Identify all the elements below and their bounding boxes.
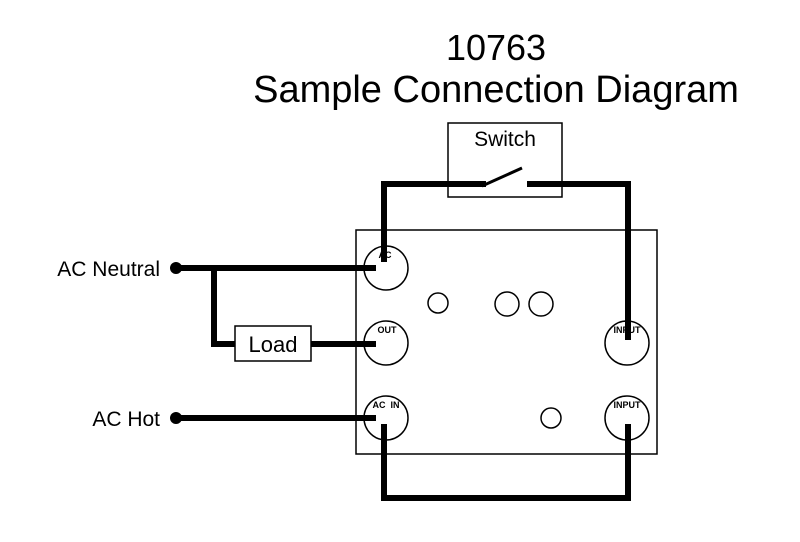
terminal-ac bbox=[363, 245, 409, 291]
terminal-ac-in-label: AC IN bbox=[373, 400, 400, 410]
mounting-holes bbox=[427, 291, 562, 429]
ac-hot-label: AC Hot bbox=[92, 408, 160, 431]
wires bbox=[176, 181, 631, 501]
load-box bbox=[234, 325, 312, 362]
diagram-number: 10763 bbox=[446, 27, 546, 68]
wire-neutral-to-load bbox=[211, 268, 235, 347]
wire-bottom-loop bbox=[381, 424, 631, 501]
switch-label: Switch bbox=[474, 128, 536, 151]
terminal-input-bottom bbox=[604, 395, 650, 441]
ac-neutral-label: AC Neutral bbox=[57, 258, 160, 281]
terminal-out bbox=[363, 320, 409, 366]
load-label: Load bbox=[249, 332, 298, 357]
terminal-ac-label: AC bbox=[379, 250, 392, 260]
terminal-ac-in bbox=[363, 395, 409, 441]
diagram-title: Sample Connection Diagram bbox=[253, 69, 739, 111]
neutral-dot bbox=[170, 262, 182, 274]
terminal-input-top-label: INPUT bbox=[614, 325, 642, 335]
terminal-input-bottom-label: INPUT bbox=[614, 400, 642, 410]
terminals bbox=[363, 245, 650, 441]
wire-ac-to-switch bbox=[381, 181, 486, 262]
switch-lever bbox=[481, 166, 523, 188]
terminal-input-top bbox=[604, 320, 650, 366]
switch-box bbox=[447, 122, 563, 198]
relay-body bbox=[355, 229, 658, 455]
hot-dot bbox=[170, 412, 182, 424]
wire-switch-to-input bbox=[527, 181, 631, 340]
terminal-out-label: OUT bbox=[378, 325, 398, 335]
